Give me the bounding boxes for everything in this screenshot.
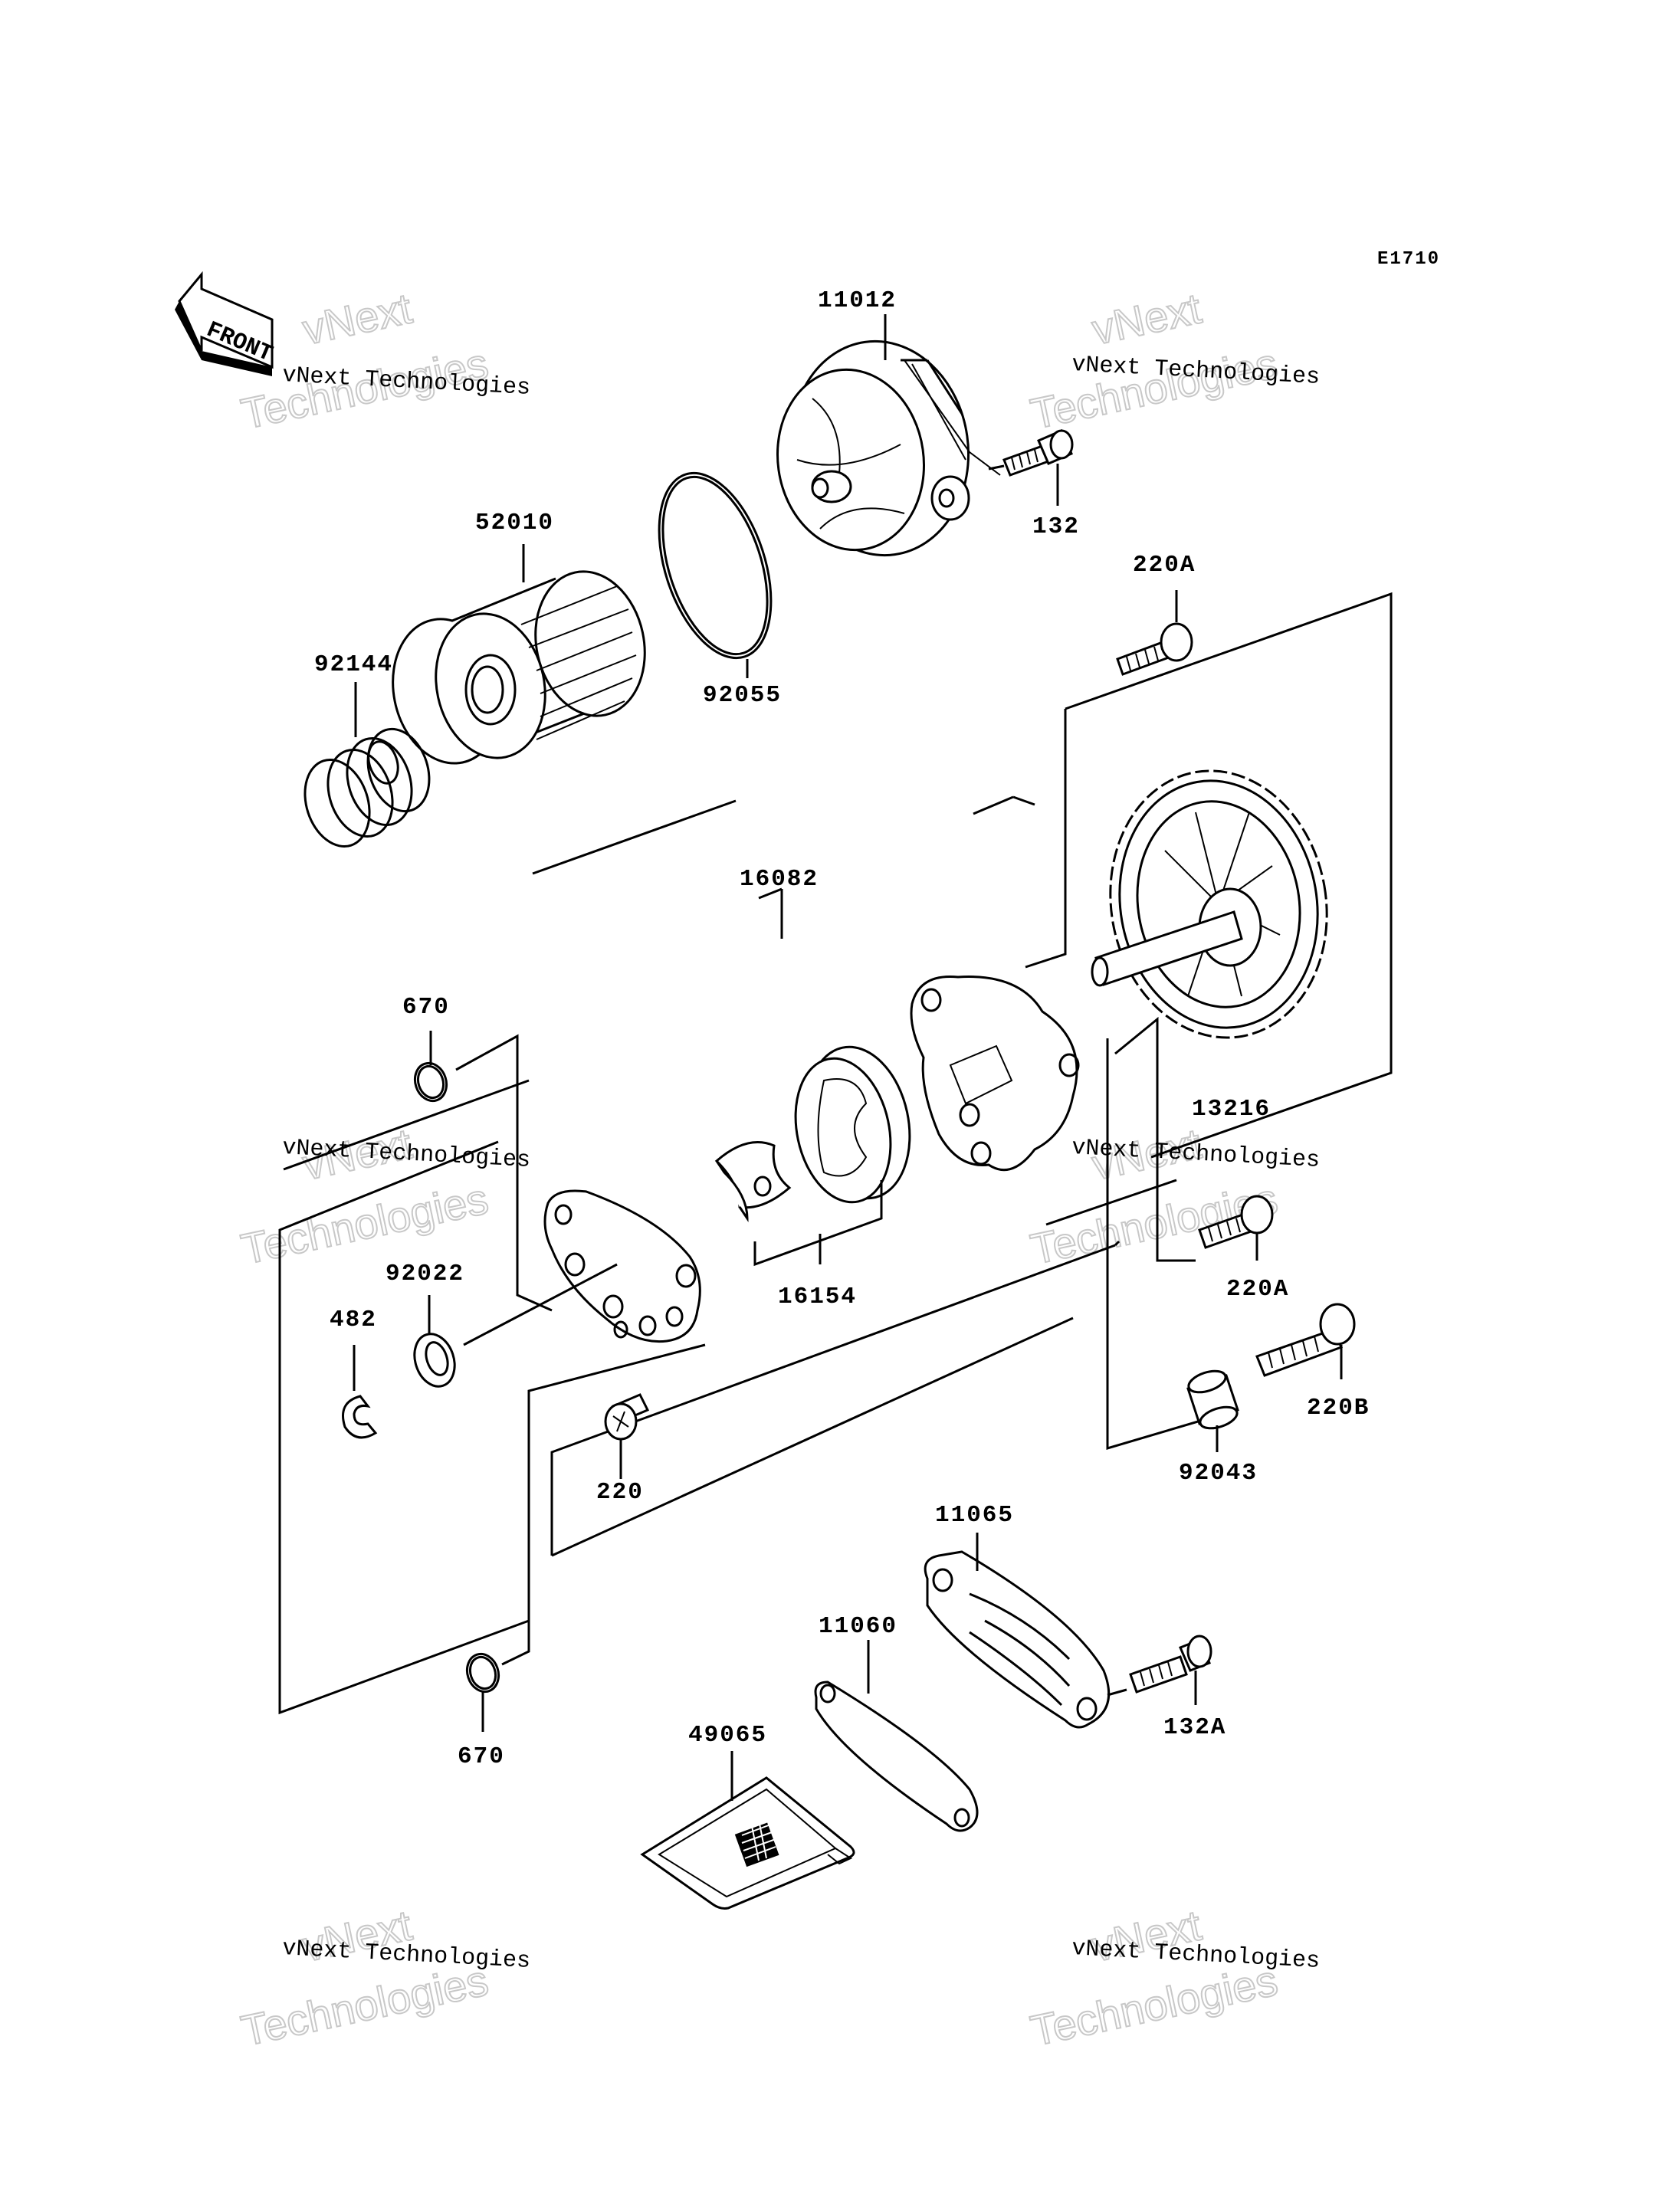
screen-mesh-icon [734,1819,779,1867]
svg-text:vNext: vNext [1088,284,1206,353]
label-482: 482 [330,1307,377,1333]
watermark-top-left: vNext Technologies vNext Technologies [236,283,530,438]
label-132: 132 [1032,513,1080,540]
part-16154-inner-rotor [714,1141,792,1222]
part-52010-oil-filter [392,544,646,765]
label-11065: 11065 [935,1502,1014,1529]
svg-text:vNext Technologies: vNext Technologies [281,1936,530,1975]
label-220: 220 [596,1479,644,1506]
label-92144: 92144 [314,651,393,678]
part-482-circlip [342,1345,378,1439]
part-pump-cover-plate [543,1189,701,1343]
label-92043: 92043 [1179,1460,1258,1487]
svg-text:Technologies: Technologies [237,1174,492,1274]
label-11012: 11012 [818,287,897,314]
label-220B: 220B [1307,1395,1370,1421]
svg-text:Technologies: Technologies [1026,339,1281,438]
front-arrow-icon: FRONT [175,271,276,376]
label-52010: 52010 [475,510,554,536]
part-220-screw [604,1393,650,1479]
label-220A-right: 220A [1226,1276,1289,1303]
part-92055-o-ring [658,471,773,678]
label-670-bottom: 670 [458,1743,505,1770]
label-670-top: 670 [402,994,450,1021]
watermark-top-right: vNext Technologies vNext Technologies [1025,283,1320,438]
part-11012-filter-cover [776,314,1001,557]
svg-text:vNext: vNext [298,284,416,353]
label-16082: 16082 [740,866,819,893]
label-92055: 92055 [703,682,782,709]
svg-text:vNext Technologies: vNext Technologies [1071,1936,1320,1975]
part-132-bolt [988,429,1074,506]
part-16154-outer-rotor [794,1045,911,1204]
part-92043-collar [1186,1369,1239,1452]
part-92022-washer [413,1263,618,1388]
label-11060: 11060 [819,1613,897,1640]
label-220A-top: 220A [1133,552,1196,579]
watermark-bottom-left: vNext Technologies vNext Technologies [236,1900,530,2055]
diagram-code: E1710 [1377,249,1440,270]
label-16154: 16154 [778,1284,857,1310]
part-220A-bolt-top [1116,590,1193,676]
part-220A-bolt-right [1198,1195,1274,1261]
label-13216: 13216 [1192,1096,1271,1123]
part-132A-bolt [1107,1635,1212,1705]
assembly-frame-lines [278,592,1393,1715]
part-92144-spring [304,682,431,848]
part-670-o-ring-top [413,1031,448,1103]
label-49065: 49065 [688,1722,767,1749]
part-11065-plate [924,1533,1111,1729]
label-92022: 92022 [386,1261,464,1287]
part-220B-bolt [1255,1303,1356,1379]
part-670-o-ring-bottom [465,1652,500,1732]
watermark-bottom-right: vNext Technologies vNext Technologies [1025,1900,1320,2055]
part-49065-oil-screen [640,1751,855,1910]
watermark-mid-left: vNext Technologies vNext Technologies [236,1118,530,1274]
part-13216-gear [1091,769,1328,1039]
label-132A: 132A [1163,1714,1226,1741]
watermark-mid-right: vNext Technologies vNext Technologies [1025,1118,1320,1274]
leader-16154 [753,1180,883,1267]
part-pump-body [910,975,1080,1172]
part-11060-gasket [814,1640,979,1832]
